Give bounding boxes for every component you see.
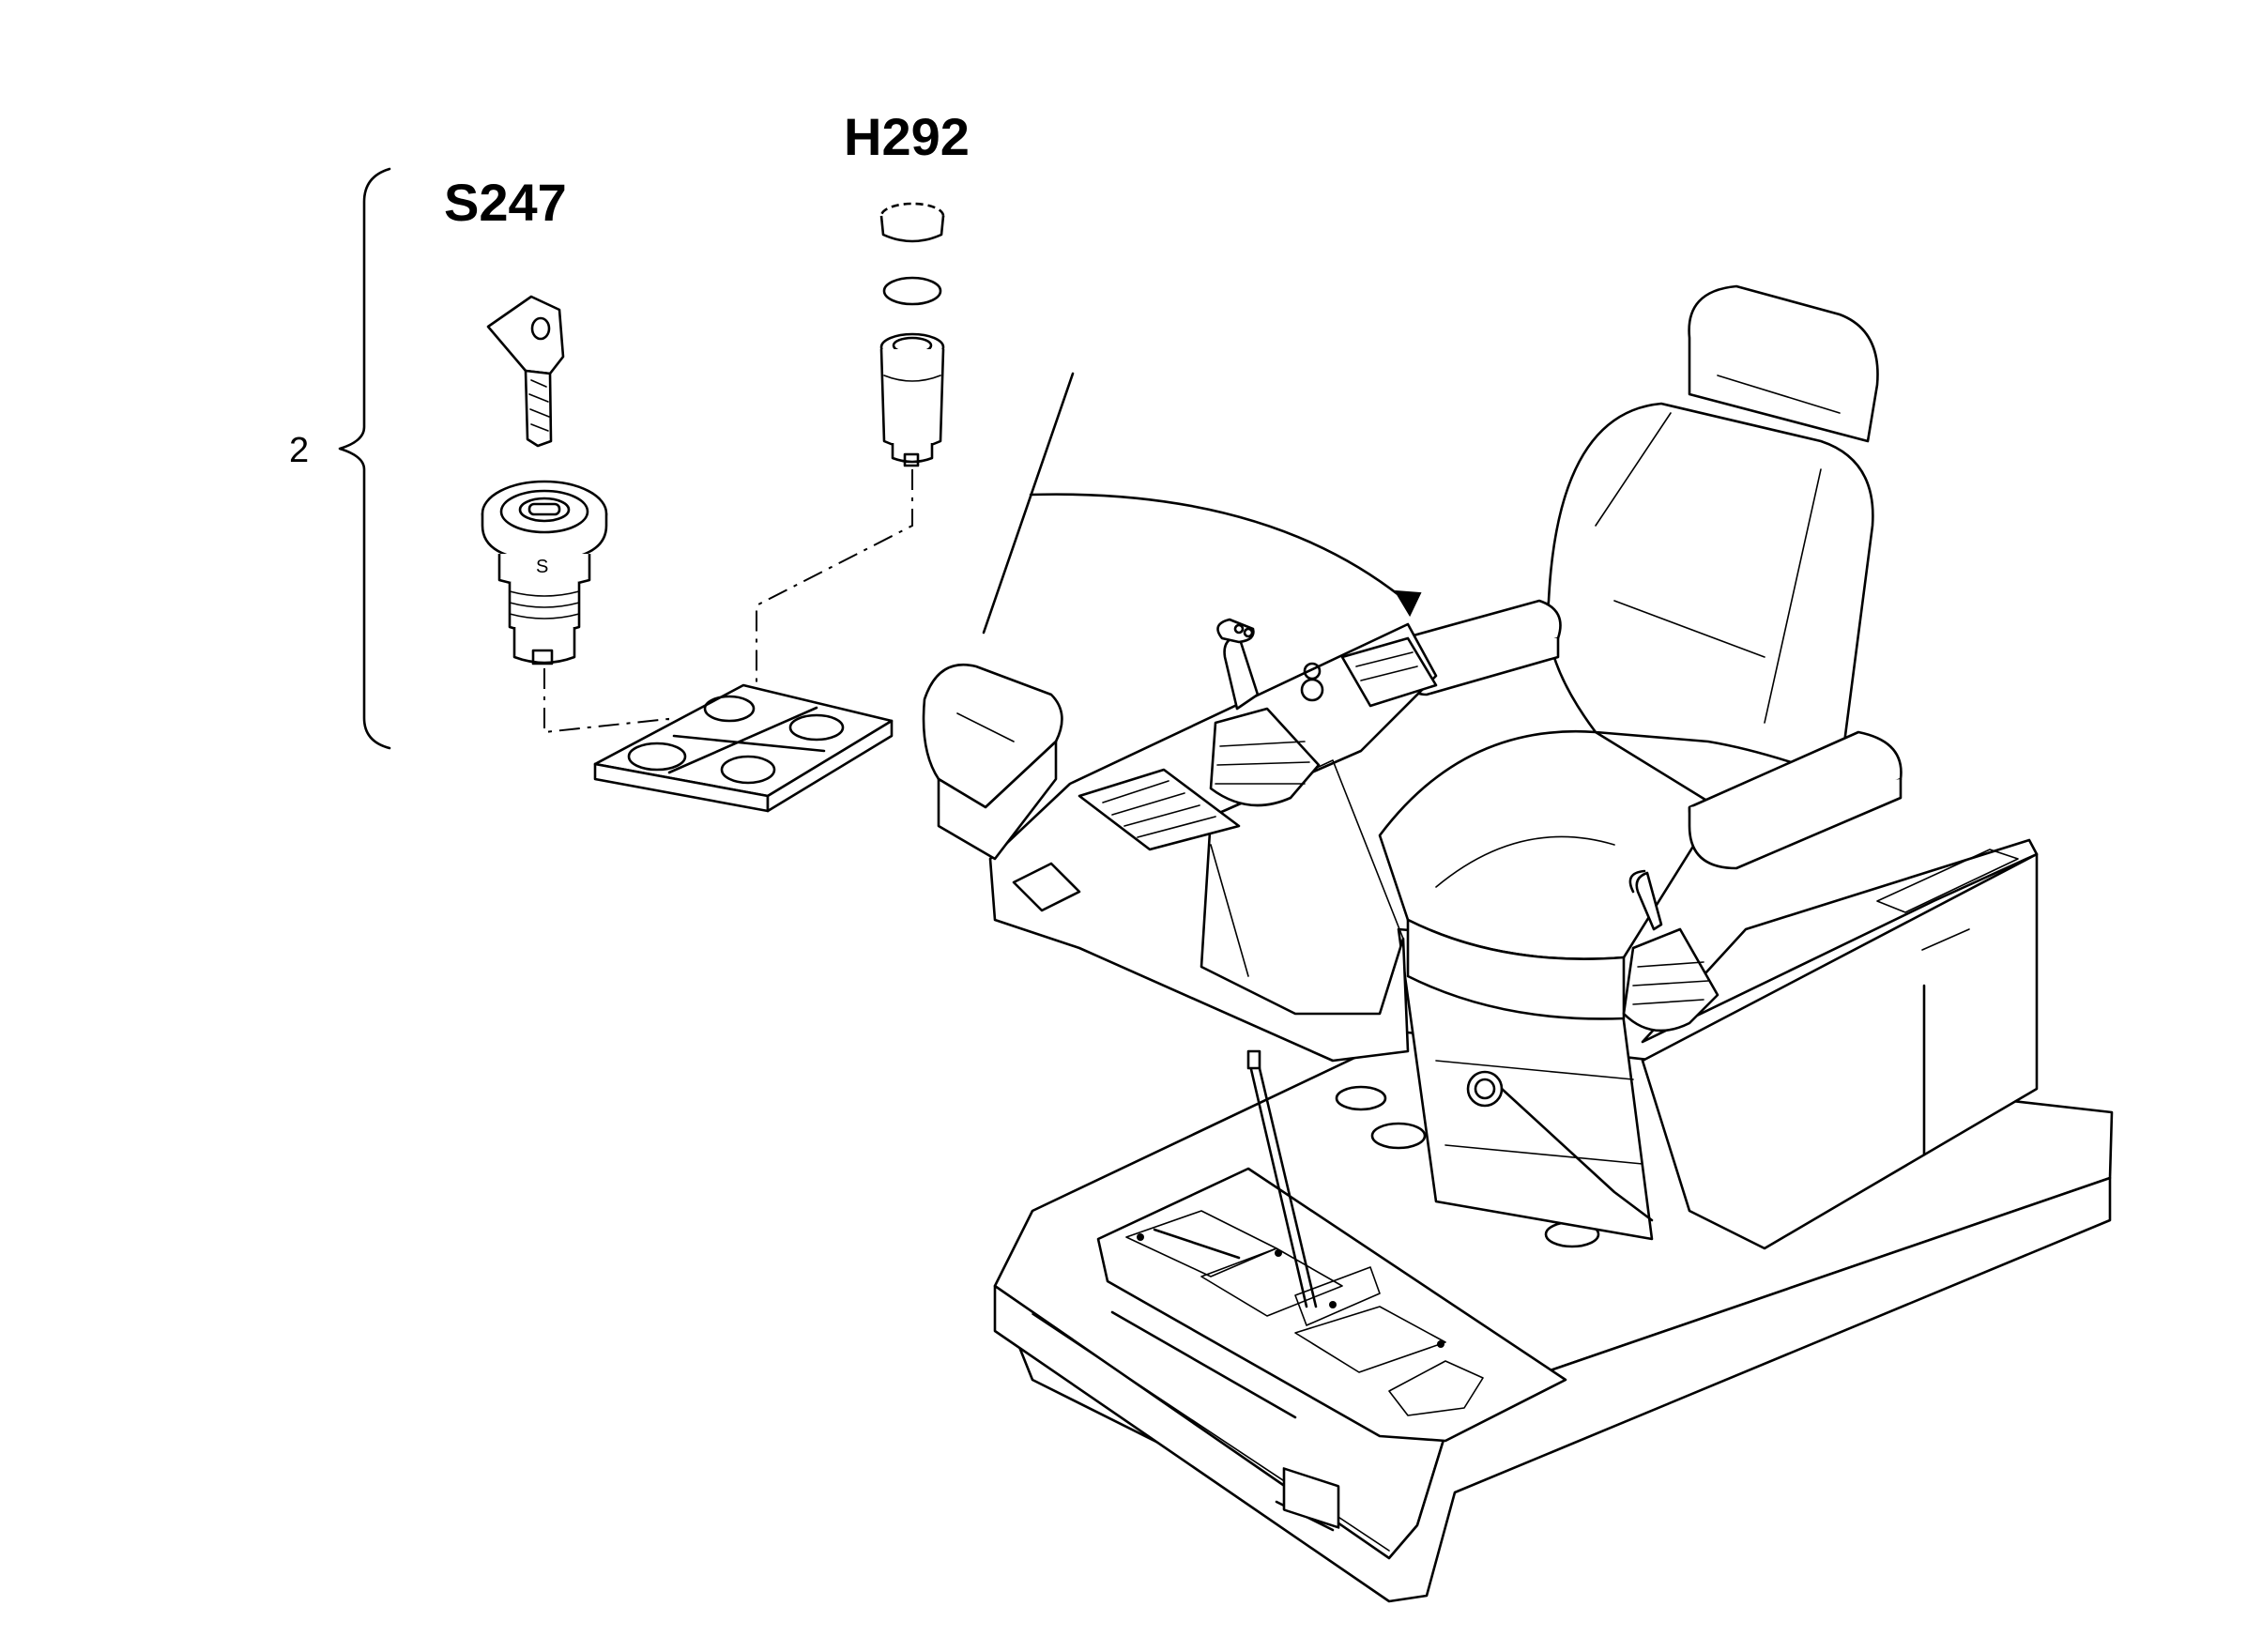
pedal-floor-plate — [1096, 1167, 1567, 1443]
assembly-line-s247 — [543, 668, 669, 734]
operator-cab — [922, 284, 2114, 1603]
mounting-plate — [593, 683, 894, 813]
arrow-head-icon — [1394, 589, 1422, 618]
seat-backrest — [1546, 284, 1879, 781]
travel-lever — [1246, 1049, 1318, 1308]
front-console-slot — [1012, 862, 1081, 912]
seat-cushion — [1378, 729, 1719, 1020]
left-joystick — [1209, 618, 1321, 807]
group-brace — [338, 167, 391, 750]
indicator-lamp-h292 — [879, 202, 945, 467]
left-console-button-pad — [1078, 768, 1241, 851]
leader-line — [982, 372, 1075, 635]
left-armrest — [922, 663, 1063, 861]
floor-hole — [1370, 1122, 1427, 1150]
svg-text:S: S — [536, 557, 548, 577]
part-label-s247: S247 — [444, 173, 567, 232]
right-armrest — [1688, 730, 1903, 870]
right-console — [1641, 838, 2039, 1250]
key-switch-s247: S — [481, 480, 608, 665]
right-joystick — [1622, 869, 1719, 1032]
part-label-h292: H292 — [844, 107, 970, 166]
dashboard-panel — [1300, 636, 1438, 708]
ignition-key-icon — [486, 295, 565, 448]
assembly-line-h292 — [756, 469, 913, 695]
group-number-label: 2 — [289, 431, 309, 470]
leader-arc — [1029, 493, 1408, 603]
floor-hole — [1335, 1085, 1387, 1111]
